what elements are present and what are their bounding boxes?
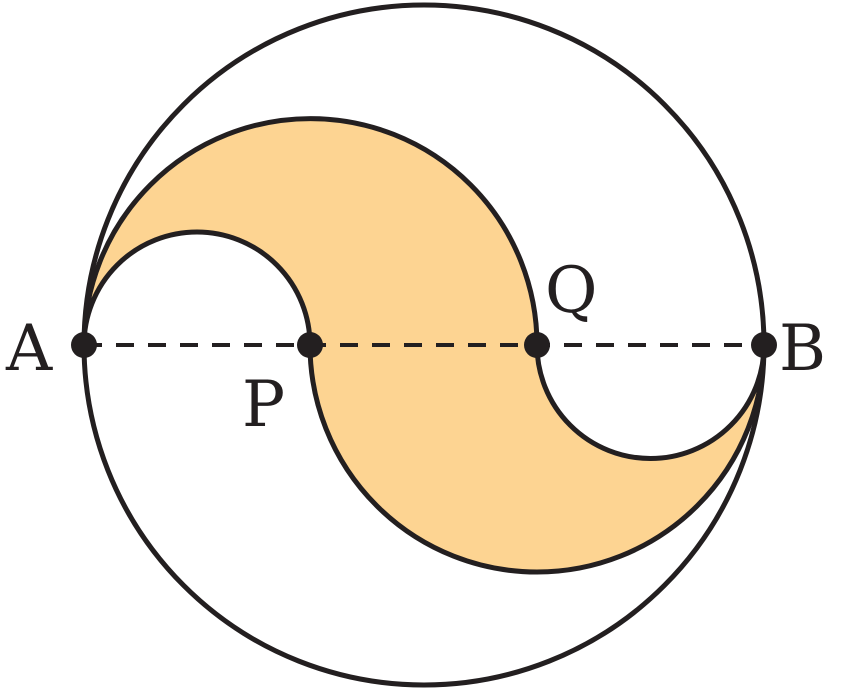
point-q	[524, 332, 550, 358]
label-p: P	[242, 368, 285, 442]
label-q: Q	[545, 254, 597, 328]
label-a: A	[5, 312, 53, 386]
point-b	[751, 332, 777, 358]
point-a	[71, 332, 97, 358]
point-p	[297, 332, 323, 358]
label-b: B	[779, 312, 826, 386]
